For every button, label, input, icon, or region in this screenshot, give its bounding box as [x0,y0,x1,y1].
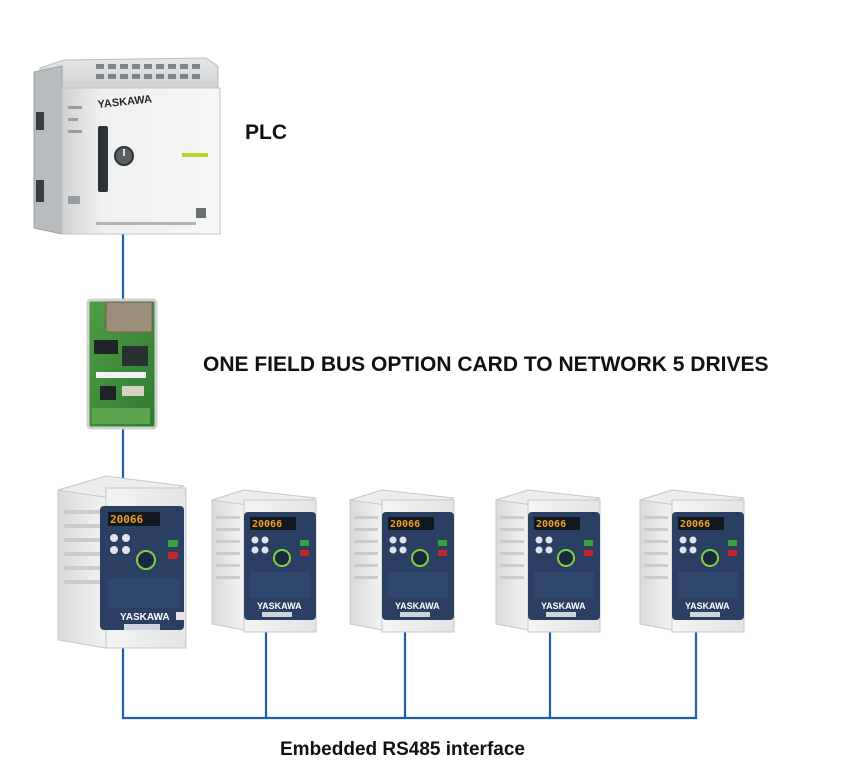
wiring [121,232,698,720]
plc-terminal-blocks [96,64,200,79]
drive-5: 20066 YASKAWA [639,489,745,633]
bus-label: Embedded RS485 interface [280,739,525,760]
drive-2-display: 20066 [252,519,282,530]
plc-side-face [33,65,63,235]
option-card [86,298,158,430]
drive-4-display: 20066 [536,519,566,530]
drive-1: 20066 YASKAWA [57,475,187,649]
drive-5-display: 20066 [680,519,710,530]
plc-front-face [61,87,221,235]
drive-4-brand: YASKAWA [541,601,586,611]
drive-1-brand: YASKAWA [120,612,170,623]
plc-label: PLC [245,121,287,144]
drive-3: 20066 YASKAWA [349,489,455,633]
rs485-bus-wire [121,630,698,720]
plc-brand: YASKAWA [97,93,153,111]
option-card-label: ONE FIELD BUS OPTION CARD TO NETWORK 5 D… [203,353,768,376]
drive-4: 20066 YASKAWA [495,489,601,633]
drive-3-brand: YASKAWA [395,601,440,611]
option-card-connector [105,301,153,333]
drive-3-display: 20066 [390,519,420,530]
drive-1-display: 20066 [110,513,143,526]
drive-2: 20066 YASKAWA [211,489,317,633]
drive-2-brand: YASKAWA [257,601,302,611]
drive-5-brand: YASKAWA [685,601,730,611]
plc-device: YASKAWA [33,57,221,235]
plc-status-led [182,153,208,157]
